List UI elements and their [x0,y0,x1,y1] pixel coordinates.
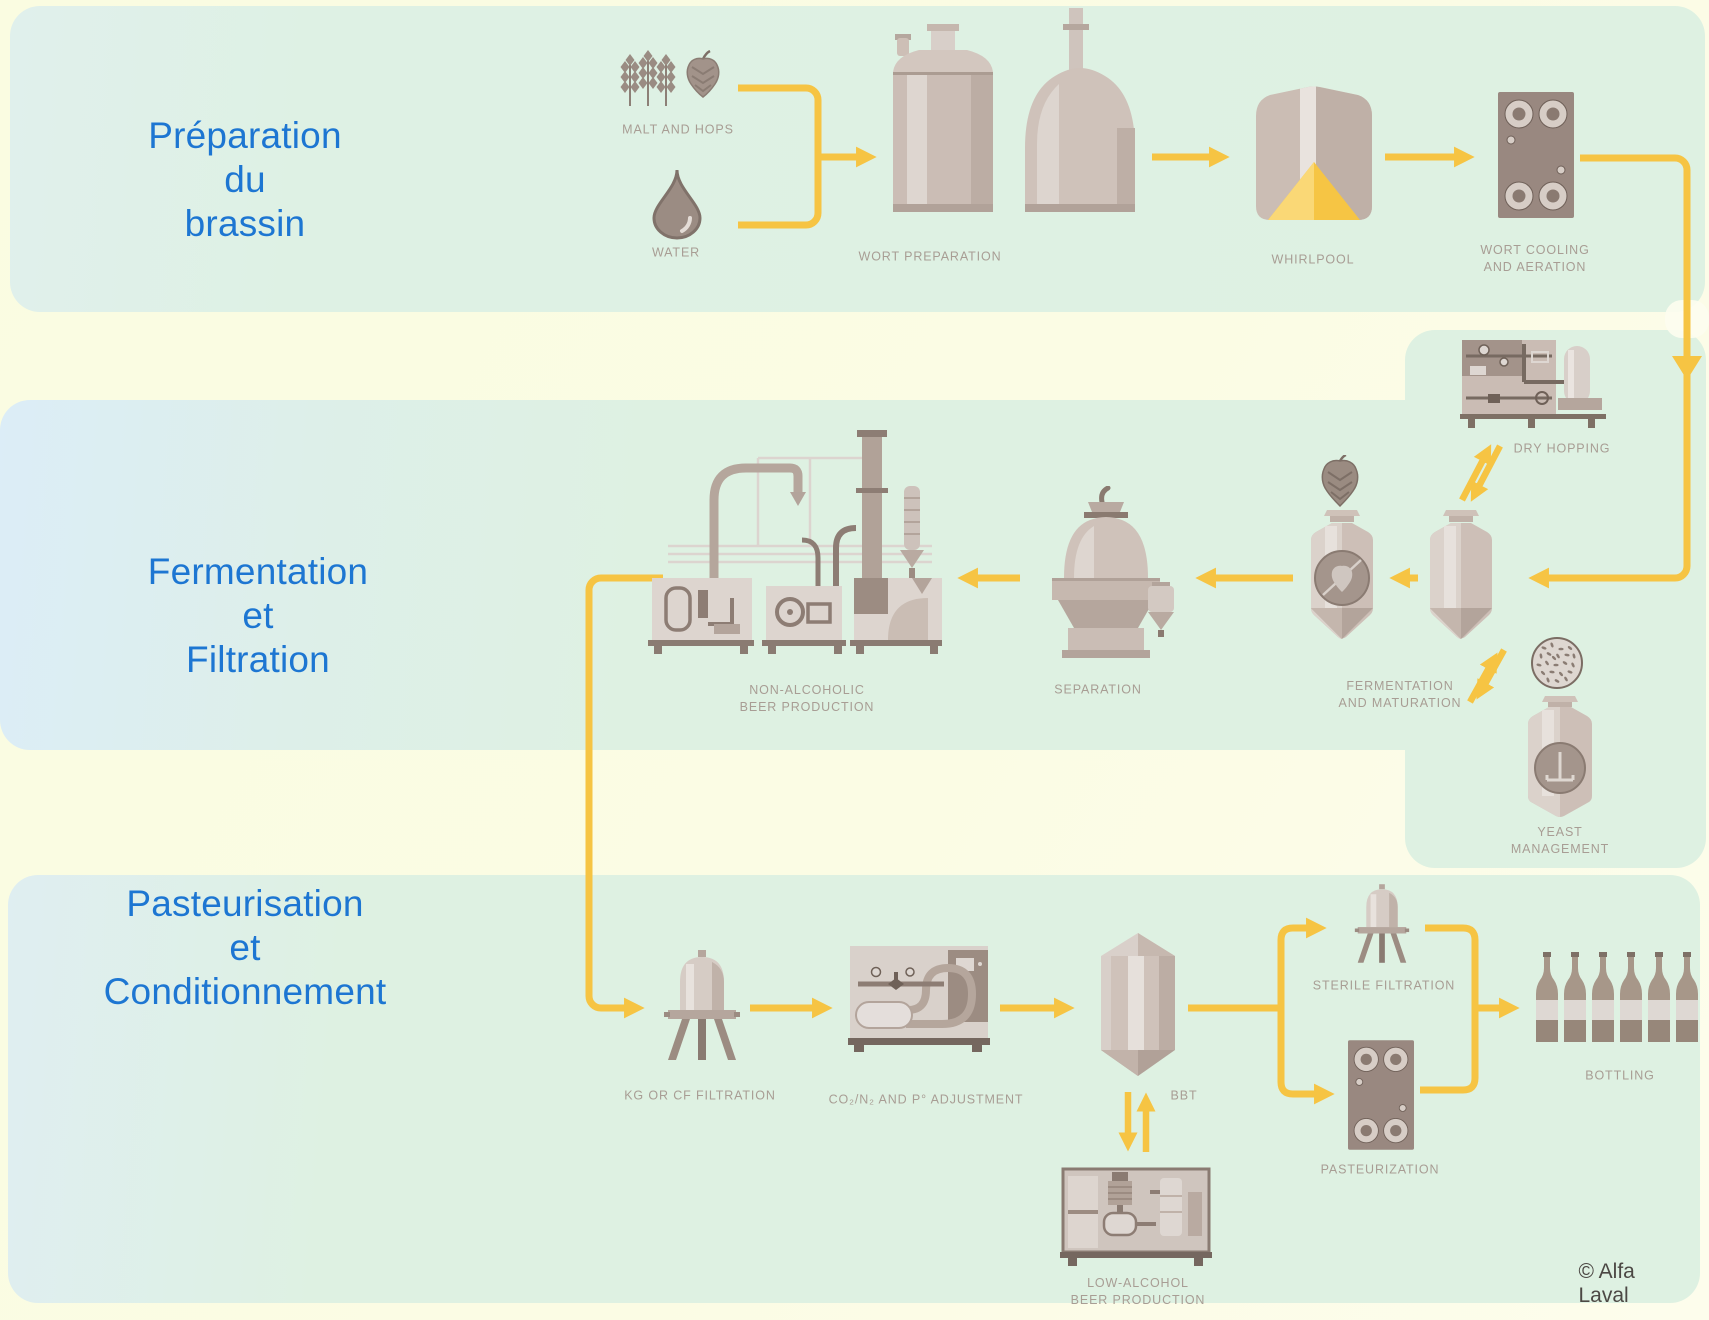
heading-line: Conditionnement [103,971,387,1012]
label-line: BEER PRODUCTION [739,700,875,714]
label-sterile-filtration: STERILE FILTRATION [1312,978,1456,993]
heading-line: et [242,595,274,636]
kg-cf-filter-icon [660,950,744,1060]
label-whirlpool: WHIRLPOOL [1271,252,1355,267]
label-dry-hopping: DRY HOPPING [1513,441,1611,456]
label-bbt: BBT [1170,1088,1198,1103]
heading-fermentation: Fermentation et Filtration [105,550,411,682]
label-bottling: BOTTLING [1585,1068,1655,1083]
yeast-tank-icon [1522,696,1598,818]
label-line: LOW-ALCOHOL [1087,1276,1189,1290]
label-line: BEER PRODUCTION [1070,1293,1206,1307]
label-kg-cf-filtration: KG OR CF FILTRATION [624,1088,776,1103]
label-line: AND AERATION [1483,260,1587,274]
maturation-tank-icon [1422,510,1500,652]
label-non-alcoholic: NON-ALCOHOLIC BEER PRODUCTION [740,682,875,716]
whirlpool-icon [1256,86,1372,220]
malt-and-hops-icon [618,50,720,108]
wort-cooling-heat-exchanger-icon [1498,92,1574,218]
beer-bottles-icon [1536,952,1698,1042]
label-line: NON-ALCOHOLIC [749,683,865,697]
water-drop-icon [650,168,704,240]
sterile-filter-icon [1352,884,1412,963]
label-malt-and-hops: MALT AND HOPS [622,122,734,137]
dry-hopping-skid-icon [1458,336,1608,428]
label-low-alcohol: LOW-ALCOHOL BEER PRODUCTION [1071,1275,1206,1309]
hop-cone-icon [1316,455,1364,509]
heading-line: Fermentation [147,551,369,592]
label-line: WORT COOLING [1480,243,1590,257]
label-line: YEAST [1537,825,1583,839]
heading-line: Filtration [186,639,330,680]
label-line: MANAGEMENT [1510,842,1610,856]
heading-line: et [229,927,261,968]
heading-pasteurisation: Pasteurisation et Conditionnement [70,882,420,1014]
label-co2-n2-adjustment: CO₂/N₂ AND P° ADJUSTMENT [828,1092,1024,1107]
yeast-cells-icon [1530,636,1584,690]
label-pasteurization: PASTEURIZATION [1320,1162,1440,1177]
bbt-tank-icon [1096,928,1180,1080]
copyright-text: © Alfa Laval [1578,1260,1635,1307]
label-fermentation-maturation: FERMENTATION AND MATURATION [1339,678,1462,712]
label-water: WATER [651,245,701,260]
label-wort-preparation: WORT PREPARATION [858,249,1002,264]
heading-line: brassin [184,203,306,244]
wort-preparation-icon [893,8,1135,220]
label-line: FERMENTATION [1346,679,1454,693]
label-wort-cooling: WORT COOLING AND AERATION [1480,242,1589,276]
label-yeast-management: YEAST MANAGEMENT [1511,824,1609,858]
fermentation-tank-dry-hop-icon [1303,510,1381,652]
separator-centrifuge-icon [1038,486,1176,658]
label-separation: SEPARATION [1054,682,1142,697]
label-line: AND MATURATION [1338,696,1462,710]
heading-line: Préparation [148,115,342,156]
heading-line: Pasteurisation [126,883,364,924]
low-alcohol-beer-plant-icon [1060,1166,1212,1266]
non-alcoholic-beer-plant-icon [640,428,942,658]
heading-preparation: Préparation du brassin [95,114,395,246]
heading-line: du [224,159,266,200]
co2-n2-adjustment-skid-icon [846,938,992,1052]
pasteurizer-heat-exchanger-icon [1348,1040,1414,1150]
